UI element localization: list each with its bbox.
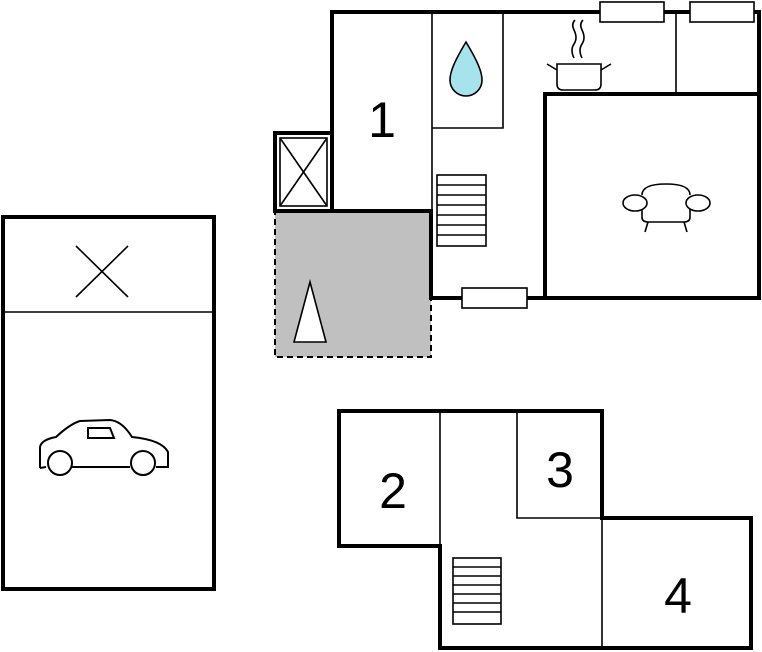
window-bottom (461, 287, 528, 309)
upper-stairs-icon (452, 557, 502, 625)
terrace-triangle-icon (292, 278, 328, 343)
armchair-icon (622, 183, 711, 233)
water-drop-icon (449, 40, 483, 97)
ground-floor: 1 (273, 1, 761, 358)
storage-cross-icon (279, 137, 328, 207)
window-top-1 (599, 1, 665, 23)
room-number-2: 2 (379, 463, 407, 519)
garage-storage-cross-icon (75, 245, 129, 298)
window-top-2 (689, 1, 755, 23)
car-icon (39, 418, 169, 476)
room-number-1: 1 (368, 92, 396, 148)
upper-floor: 2 3 4 (337, 409, 753, 650)
room-number-4: 4 (664, 568, 692, 624)
stairs-icon (436, 174, 487, 247)
garage (1, 215, 216, 591)
room-number-3: 3 (546, 442, 574, 498)
cooking-pot-icon (546, 19, 612, 91)
